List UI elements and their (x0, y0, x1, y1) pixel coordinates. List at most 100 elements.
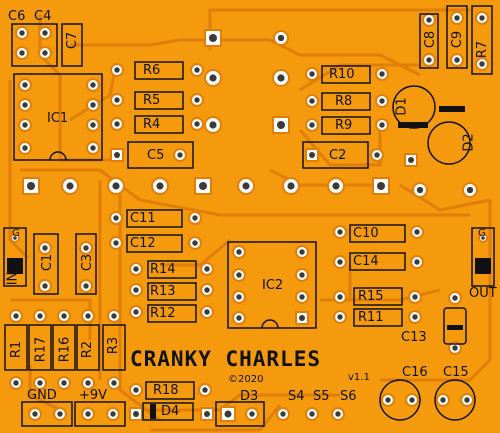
drill-hole (337, 294, 343, 300)
label-r4: R4 (143, 117, 161, 132)
drill-hole (335, 411, 341, 417)
label-c8: C8 (423, 30, 439, 49)
drill-hole (440, 397, 446, 403)
label-d2: D2 (461, 133, 477, 152)
label-r5: R5 (143, 93, 161, 108)
drill-hole (204, 266, 210, 272)
drill-hole (133, 287, 139, 293)
board-title: CRANKY CHARLES (130, 347, 322, 371)
drill-hole (42, 50, 48, 56)
drill-hole (61, 380, 67, 386)
drill-hole (452, 295, 458, 301)
drill-hole (113, 240, 119, 246)
drill-hole (337, 259, 343, 265)
drill-hole (277, 34, 285, 42)
label-r9: R9 (335, 118, 353, 133)
label-g-in: G (12, 228, 20, 239)
drill-hole (309, 122, 315, 128)
label-r6: R6 (143, 63, 161, 78)
drill-hole (277, 121, 285, 129)
drill-hole (204, 411, 210, 417)
drill-hole (377, 182, 385, 190)
label-c16: C16 (402, 365, 428, 380)
drill-hole (249, 411, 255, 417)
drill-hole (309, 98, 315, 104)
label-c10: C10 (353, 226, 379, 241)
drill-hole (199, 182, 207, 190)
drill-hole (280, 411, 286, 417)
drill-hole (194, 121, 200, 127)
drill-hole (337, 229, 343, 235)
label-c4: C4 (34, 9, 52, 24)
label-r12: R12 (150, 306, 176, 321)
label-r10: R10 (329, 67, 355, 82)
label-r15: R15 (358, 289, 384, 304)
label-r17: R17 (33, 336, 49, 363)
drill-hole (27, 182, 35, 190)
drill-hole (90, 102, 96, 108)
drill-hole (22, 122, 28, 128)
drill-hole (114, 121, 120, 127)
drill-hole (156, 182, 164, 190)
drill-hole (426, 57, 432, 63)
drill-hole (412, 314, 418, 320)
label-d4: D4 (161, 404, 180, 419)
drill-hole (13, 380, 19, 386)
drill-hole (332, 182, 340, 190)
drill-hole (409, 397, 415, 403)
drill-hole (299, 315, 305, 321)
drill-hole (379, 122, 385, 128)
label-s5: S5 (313, 389, 330, 404)
label-d1: D1 (394, 97, 410, 116)
diode-bands (150, 106, 465, 419)
drill-hole (385, 397, 391, 403)
drill-hole (61, 313, 67, 319)
drill-hole (309, 152, 315, 158)
drill-hole (466, 186, 474, 194)
drill-hole (42, 245, 48, 251)
label-r2: R2 (80, 340, 96, 359)
drill-hole (337, 314, 343, 320)
drill-hole (90, 82, 96, 88)
drill-hole (416, 186, 424, 194)
drill-hole (37, 380, 43, 386)
drill-hole (408, 157, 414, 163)
drill-hole (32, 411, 38, 417)
label-r8: R8 (335, 94, 353, 109)
drill-hole (236, 294, 242, 300)
drill-hole (22, 145, 28, 151)
label-s4: S4 (288, 389, 305, 404)
label-r14: R14 (150, 262, 176, 277)
jack-pad (7, 258, 23, 274)
label-in: IN (5, 271, 21, 286)
label-r7: R7 (475, 40, 491, 59)
drill-hole (204, 287, 210, 293)
label-r18: R18 (153, 383, 179, 398)
drill-hole (114, 152, 120, 158)
drill-hole (22, 82, 28, 88)
drill-hole (177, 152, 183, 158)
drill-hole (236, 315, 242, 321)
drill-hole (194, 97, 200, 103)
drill-hole (114, 67, 120, 73)
label-c11: C11 (130, 211, 156, 226)
label-c7: C7 (65, 31, 81, 50)
label-ic1: IC1 (47, 111, 69, 126)
drill-hole (236, 272, 242, 278)
drill-hole (414, 229, 420, 235)
drill-hole (309, 71, 315, 77)
drill-hole (236, 249, 242, 255)
drill-hole (464, 397, 470, 403)
drill-hole (192, 215, 198, 221)
drill-hole (114, 97, 120, 103)
drill-hole (111, 313, 117, 319)
drill-hole (90, 145, 96, 151)
drill-hole (209, 74, 217, 82)
label-c14: C14 (353, 254, 379, 269)
solder-pads (7, 11, 491, 422)
silkscreen-outlines (3, 5, 495, 427)
drill-hole (37, 313, 43, 319)
label-out: OUT (469, 286, 497, 301)
label-c15: C15 (443, 365, 469, 380)
